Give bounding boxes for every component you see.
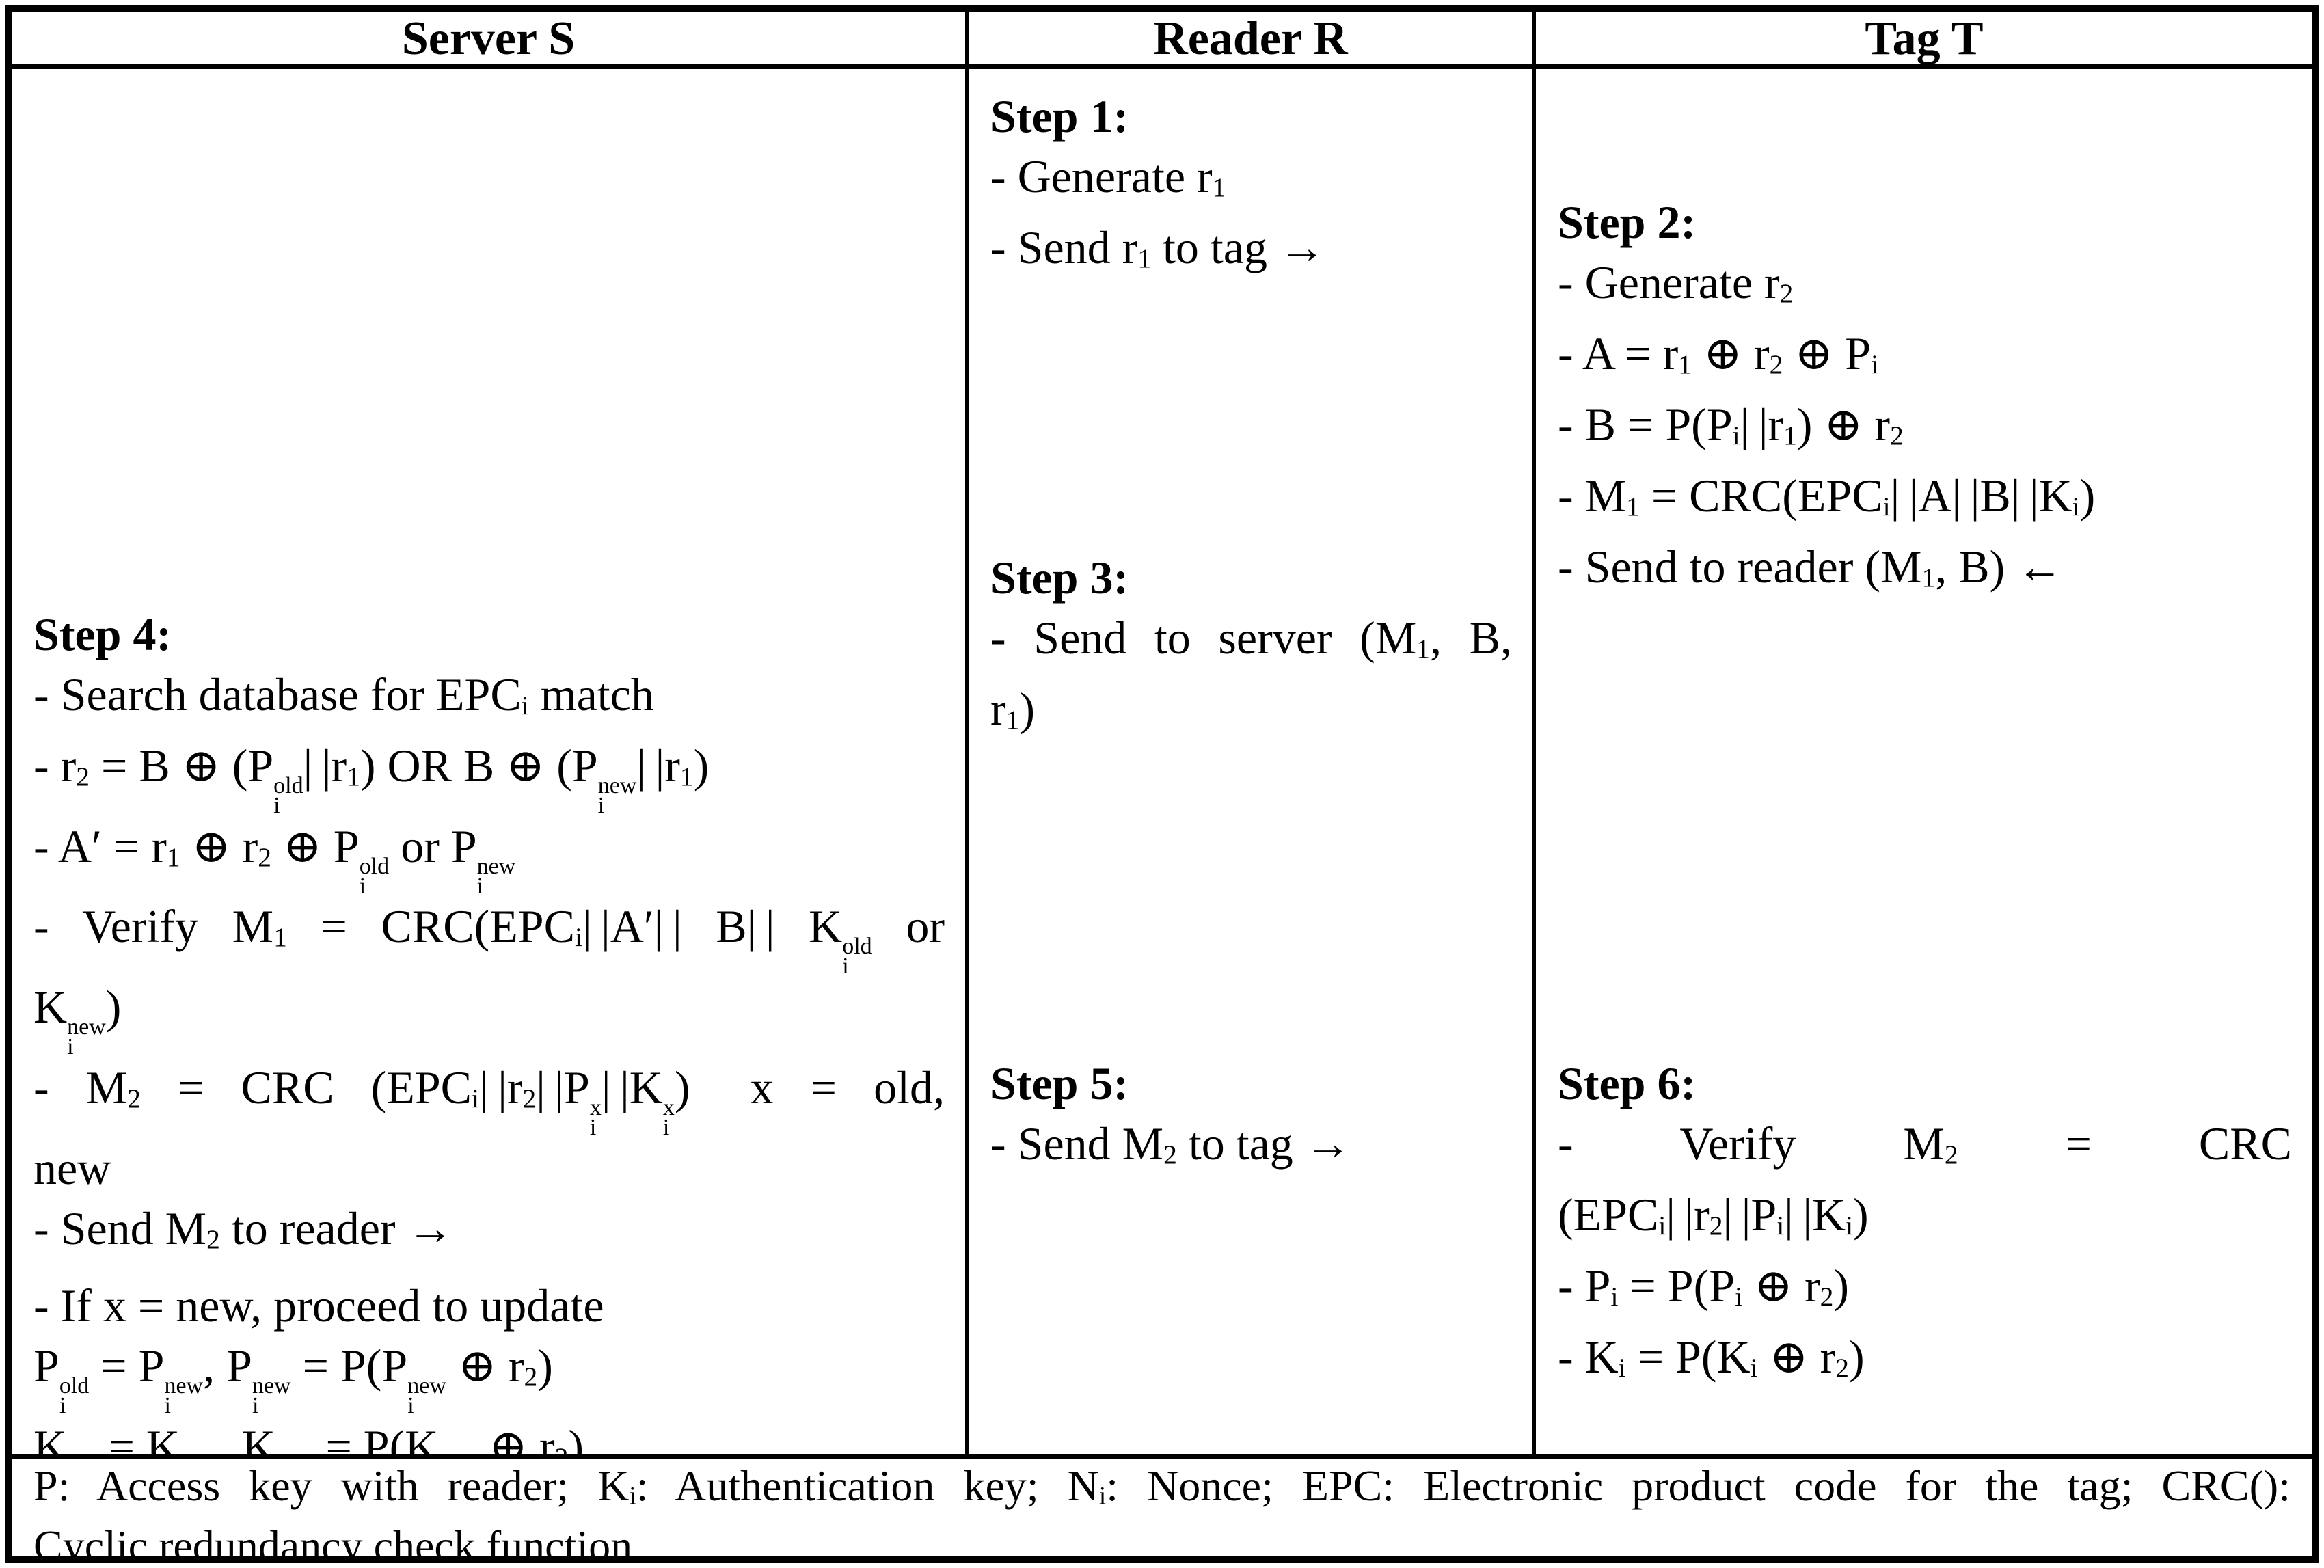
step-block: Step 1: - Generate r1 - Send r1 to tag → xyxy=(990,86,1512,288)
footnote: P: Access key with reader; Ki: Authentic… xyxy=(12,1454,2312,1556)
step-heading: Step 1: xyxy=(990,90,1129,142)
step-block: Step 3: - Send to server (M1, B, r1) xyxy=(990,548,1512,750)
step-heading: Step 5: xyxy=(990,1057,1129,1109)
protocol-line: - Pi = P(Pi ⊕ r2) xyxy=(1558,1259,1850,1312)
protocol-line: - M1 = CRC(EPCi| |A| |B| |Ki) xyxy=(1558,469,2096,522)
protocol-line: - If x = new, proceed to update xyxy=(33,1280,604,1332)
step-block: Step 5: - Send M2 to tag → xyxy=(990,1053,1512,1185)
column-server-s: Step 4: - Search database for EPCi match -… xyxy=(12,69,969,1454)
protocol-line: - A = r1 ⊕ r2 ⊕ Pi xyxy=(1558,327,1879,379)
protocol-line: - Send r1 to tag → xyxy=(990,221,1325,273)
protocol-line: - Verify M2 = CRC xyxy=(1558,1118,2293,1170)
step-heading: Step 6: xyxy=(1558,1057,1697,1109)
protocol-line: - Generate r1 xyxy=(990,150,1226,202)
protocol-line: - Send M2 to tag → xyxy=(990,1118,1351,1170)
step-block: Step 4: - Search database for EPCi match -… xyxy=(33,604,945,1269)
column-header-tag-t: Tag T xyxy=(1865,12,1984,65)
step-block: Step 6: - Verify M2 = CRC (EPCi| |r2| |Pi|… xyxy=(1558,1053,2292,1398)
column-header-reader-r: Reader R xyxy=(969,12,1536,66)
protocol-line: r1) xyxy=(990,682,1036,735)
protocol-table: Server S Reader R Tag T Step 4: - Search … xyxy=(5,5,2319,1563)
protocol-line: - Send to reader (M1, B) ← xyxy=(1558,540,2064,593)
column-header-server-s: Server S xyxy=(12,12,969,66)
table-body: Step 4: - Search database for EPCi match -… xyxy=(12,69,2312,1454)
column-reader-r: Step 1:- Generate r1- Send r1 to tag →St… xyxy=(969,69,1536,1454)
footnote-line: Cyclic redundancy check function. xyxy=(33,1521,644,1556)
protocol-line: - Send M2 to reader → xyxy=(33,1202,454,1254)
footnote-line: P: Access key with reader; Ki: Authentic… xyxy=(33,1461,2291,1511)
step-heading: Step 2: xyxy=(1558,196,1697,248)
column-tag-t: Step 2: - Generate r2 - A = r1 ⊕ r2 ⊕ Pi - … xyxy=(1536,69,2312,1454)
step-block: Step 2: - Generate r2 - A = r1 ⊕ r2 ⊕ Pi - … xyxy=(1558,192,2292,608)
protocol-line: - B = P(Pi| |r1) ⊕ r2 xyxy=(1558,398,1904,450)
table-header-row: Server S Reader R Tag T xyxy=(12,12,2312,69)
protocol-line: - Send to server (M1, B, xyxy=(990,612,1513,664)
protocol-line: - Search database for EPCi match xyxy=(33,668,654,720)
protocol-line: - Ki = P(Ki ⊕ r2) xyxy=(1558,1330,1865,1383)
protocol-line: - Generate r2 xyxy=(1558,256,1794,308)
protocol-line: new xyxy=(33,1141,111,1194)
protocol-line: (EPCi| |r2| |Pi| |Ki) xyxy=(1558,1188,1869,1241)
step-heading: Step 4: xyxy=(33,608,172,660)
step-heading: Step 3: xyxy=(990,552,1129,604)
